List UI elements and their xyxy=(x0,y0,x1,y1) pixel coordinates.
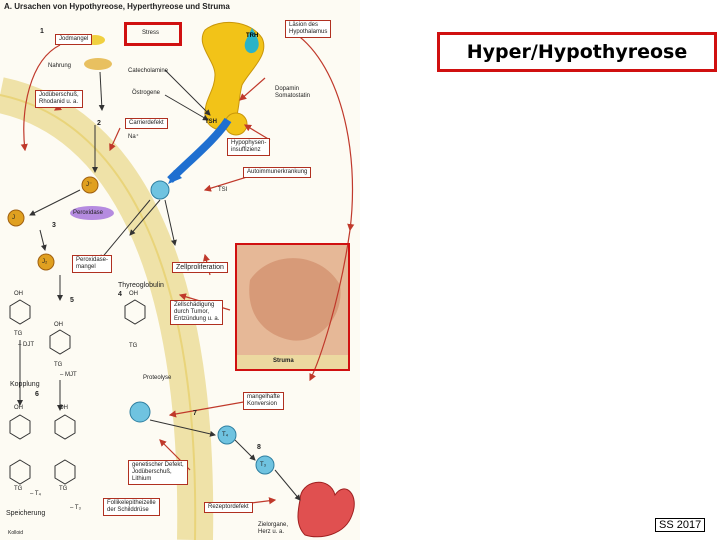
step-number-7: 7 xyxy=(193,410,197,417)
label-kopplung: Kopplung xyxy=(10,381,40,388)
step-number-2: 2 xyxy=(97,120,101,127)
label-tg-5: TG xyxy=(59,486,68,492)
label-peroxidasemangel: Peroxidase- mangel xyxy=(72,255,113,273)
label-lasion: Läsion des Hypothalamus xyxy=(285,20,332,38)
label-catecholamine: Catecholamine xyxy=(128,68,169,74)
label-ostrogene: Östrogene xyxy=(132,90,161,96)
label-oh-3: OH xyxy=(129,291,138,297)
thyroid-causes-figure: A. Ursachen von Hypothyreose, Hyperthyre… xyxy=(0,0,360,540)
step-number-5: 5 xyxy=(70,297,74,304)
label-j-zero: J₂ xyxy=(42,259,48,265)
label-speicherung: Speicherung xyxy=(6,510,46,517)
label-tsi: TSI xyxy=(218,187,228,193)
label-j-atom: J xyxy=(12,215,15,221)
figure-graphics xyxy=(0,21,355,540)
step-number-1: 1 xyxy=(40,28,44,35)
step-number-4: 4 xyxy=(118,291,122,298)
label-mjt: – MJT xyxy=(60,372,77,378)
label-tsh: TSH xyxy=(205,119,217,125)
label-mangelhafte: mangelhafte Konversion xyxy=(243,392,285,410)
label-djt: – DJT xyxy=(18,342,35,348)
label-tg-1: TG xyxy=(14,331,23,337)
label-proteolyse: Proteolyse xyxy=(143,375,172,381)
label-stress: Stress xyxy=(142,30,160,36)
label-zellschaedigung: Zellschädigung durch Tumor, Entzündung u… xyxy=(170,300,224,325)
step-number-6: 6 xyxy=(35,391,39,398)
label-oh-1: OH xyxy=(14,291,23,297)
label-trh: TRH xyxy=(246,33,259,39)
label-t4-bottom: – T₄ xyxy=(30,491,42,497)
figure-title: A. Ursachen von Hypothyreose, Hyperthyre… xyxy=(4,2,230,11)
label-oh-5: OH xyxy=(59,405,68,411)
step-number-3: 3 xyxy=(52,222,56,229)
label-j-minus-1: J⁻ xyxy=(86,182,93,188)
label-zellproliferation: Zellproliferation xyxy=(172,262,228,273)
slide-title: Hyper/Hypothyreose xyxy=(437,32,717,72)
label-dopamin: Dopamin Somatostatin xyxy=(275,86,311,99)
label-jodmangel: Jodmangel xyxy=(55,34,93,45)
label-carrierdefekt: Carrierdefekt xyxy=(125,118,168,129)
label-rezeptordefekt: Rezeptordefekt xyxy=(204,502,253,513)
label-t4: T₄ xyxy=(222,432,229,438)
struma-highlight xyxy=(235,243,350,371)
label-oh-4: OH xyxy=(14,405,23,411)
slide-footer: SS 2017 xyxy=(655,518,706,532)
label-struma: Struma xyxy=(273,358,294,364)
stress-highlight xyxy=(124,22,182,46)
label-thyreoglobulin: Thyreoglobulin xyxy=(118,282,164,289)
label-genetischer: genetischer Defekt, Jodüberschuß, Lithiu… xyxy=(128,460,188,485)
step-number-8: 8 xyxy=(257,444,261,451)
label-zielorgane: Zielorgane, Herz u. a. xyxy=(258,522,289,535)
label-tg-2: TG xyxy=(54,362,63,368)
label-t3: T₃ xyxy=(260,462,267,468)
label-hypophysen: Hypophysen- insuffizienz xyxy=(227,138,271,156)
label-t3-bottom: – T₃ xyxy=(70,505,82,511)
label-nahrung: Nahrung xyxy=(48,63,72,69)
label-tg-4: TG xyxy=(14,486,23,492)
label-jodueberschuss: Jodüberschuß, Rhodanid u. a. xyxy=(35,90,83,108)
tsh-arrow xyxy=(167,117,232,183)
label-na: Na⁺ xyxy=(128,134,139,140)
label-tg-3: TG xyxy=(129,343,138,349)
label-kolloid: Kolloid xyxy=(8,530,24,536)
label-autoimmun: Autoimmunerkrankung xyxy=(243,167,312,178)
label-oh-2: OH xyxy=(54,322,63,328)
label-peroxidase: Peroxidase xyxy=(73,210,104,216)
label-follikel: Follikelepitheizelle der Schilddrüse xyxy=(103,498,160,516)
